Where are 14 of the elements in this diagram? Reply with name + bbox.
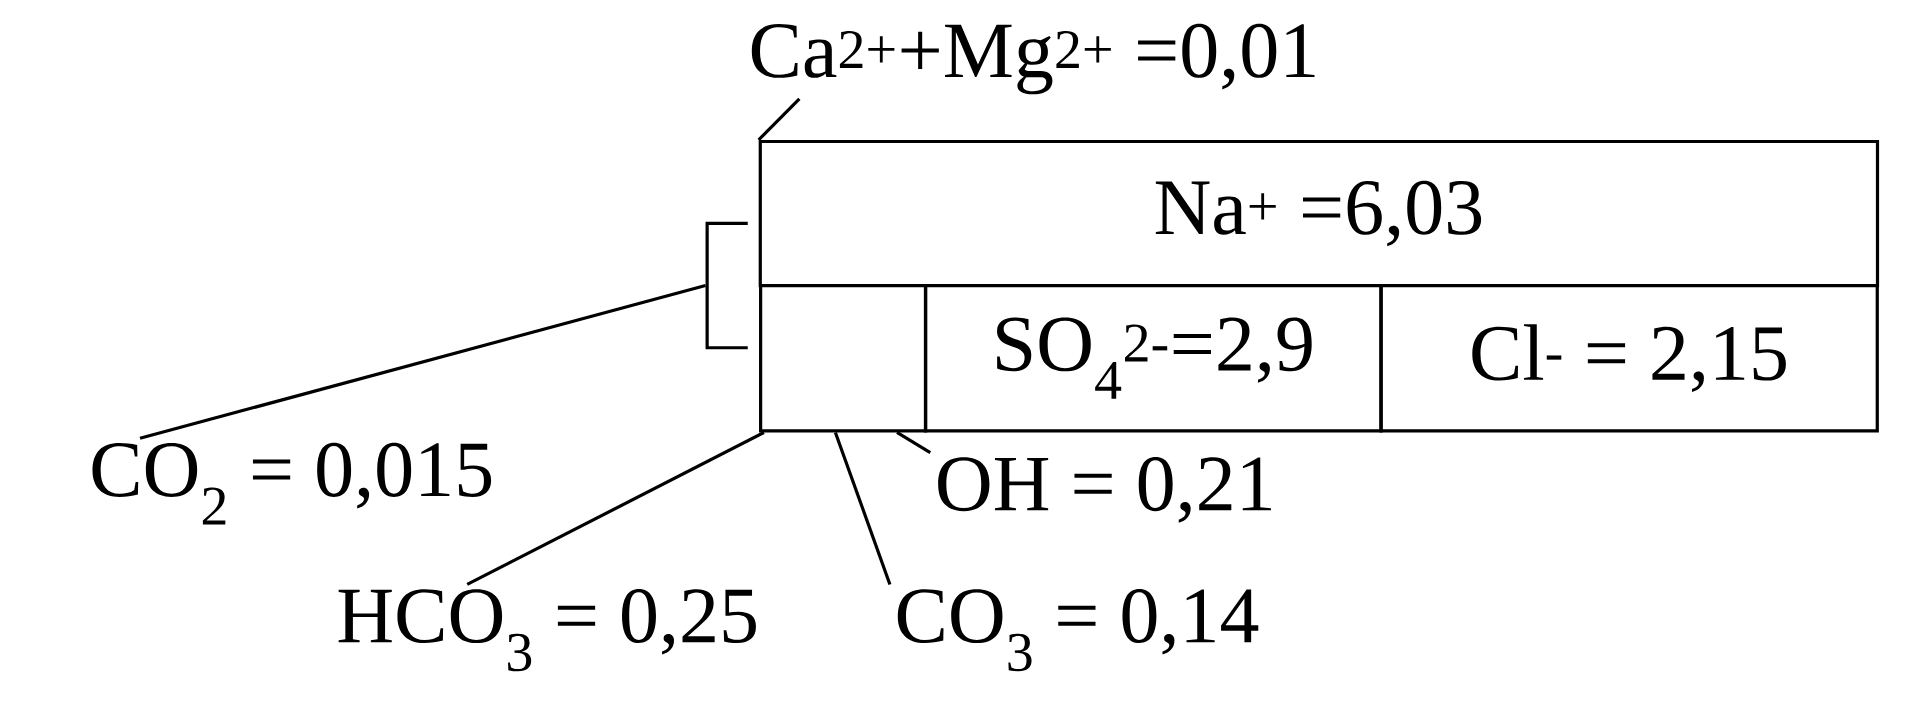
ion-label: Ca$^{2+}$+Mg$^{2+}$ =0,01: [751, 24, 1315, 95]
leader-line: [139, 284, 706, 440]
ion-label: OH = 0,21: [938, 457, 1271, 523]
ion-cell: Na$^{+}$ =6,03: [758, 140, 1880, 288]
ion-cell: SO$_{4}$$^{2-}$=2,9: [923, 284, 1383, 433]
ion-label: CO$_{2}$ = 0,015: [92, 443, 492, 525]
ion-cell: Cl$^{-}$ = 2,15: [1379, 284, 1879, 433]
leader-line: [466, 431, 765, 587]
bracket: [705, 222, 748, 350]
ion-label: CO$_{3}$ = 0,14: [897, 589, 1259, 672]
leader-line: [833, 432, 892, 586]
ion-label: HCO$_{3}$ = 0,25: [338, 589, 756, 672]
leader-line: [896, 431, 932, 455]
leader-line: [757, 98, 801, 142]
